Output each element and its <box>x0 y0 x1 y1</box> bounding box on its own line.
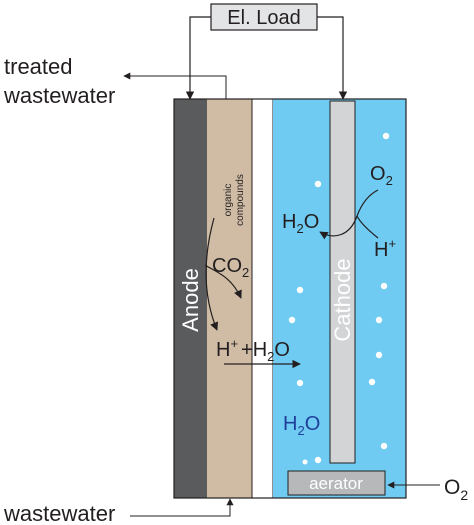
co2-branch-arrow <box>204 264 242 299</box>
load-label: El. Load <box>227 7 300 29</box>
proton-to-cathode-arrow <box>356 215 379 239</box>
outlet-pipe <box>123 72 227 99</box>
cathode-wire <box>317 16 348 100</box>
oxidation-arrow <box>205 217 219 331</box>
co2-label: CO2 <box>212 255 249 280</box>
anode-chamber <box>207 99 252 498</box>
air-o2-label: O2 <box>444 476 468 503</box>
oxygen-label: O2 <box>370 163 393 188</box>
svg-text:compounds: compounds <box>235 174 246 226</box>
svg-text:organic: organic <box>223 184 234 217</box>
anode-wire <box>185 16 211 100</box>
cell-outline <box>173 98 407 499</box>
cathode-label: Cathode <box>330 258 355 341</box>
cathode-electrode <box>329 100 356 464</box>
oxygen-reduction-arrow <box>356 189 379 217</box>
inlet-label: wastewater <box>3 501 115 525</box>
biofilm-gradient <box>207 99 252 498</box>
outlet-label-line1: treated <box>4 54 73 79</box>
proton-water-label: H++H2O <box>216 336 290 364</box>
aerator-label: aerator <box>309 474 363 493</box>
inlet-pipe <box>130 498 234 517</box>
outlet-label-line2: wastewater <box>3 83 115 108</box>
catholyte-water-label: H2O <box>283 413 320 438</box>
anode-electrode <box>174 99 207 498</box>
water-product-label: H2O <box>282 211 319 236</box>
aerator <box>287 470 386 496</box>
air-bubbles <box>288 132 390 465</box>
water-formation-arrow <box>319 215 358 240</box>
anode-label: Anode <box>178 268 203 332</box>
membrane <box>251 98 274 499</box>
organic-compounds-label: organic compounds <box>223 174 246 226</box>
cathode-proton-label: H+ <box>374 236 396 261</box>
